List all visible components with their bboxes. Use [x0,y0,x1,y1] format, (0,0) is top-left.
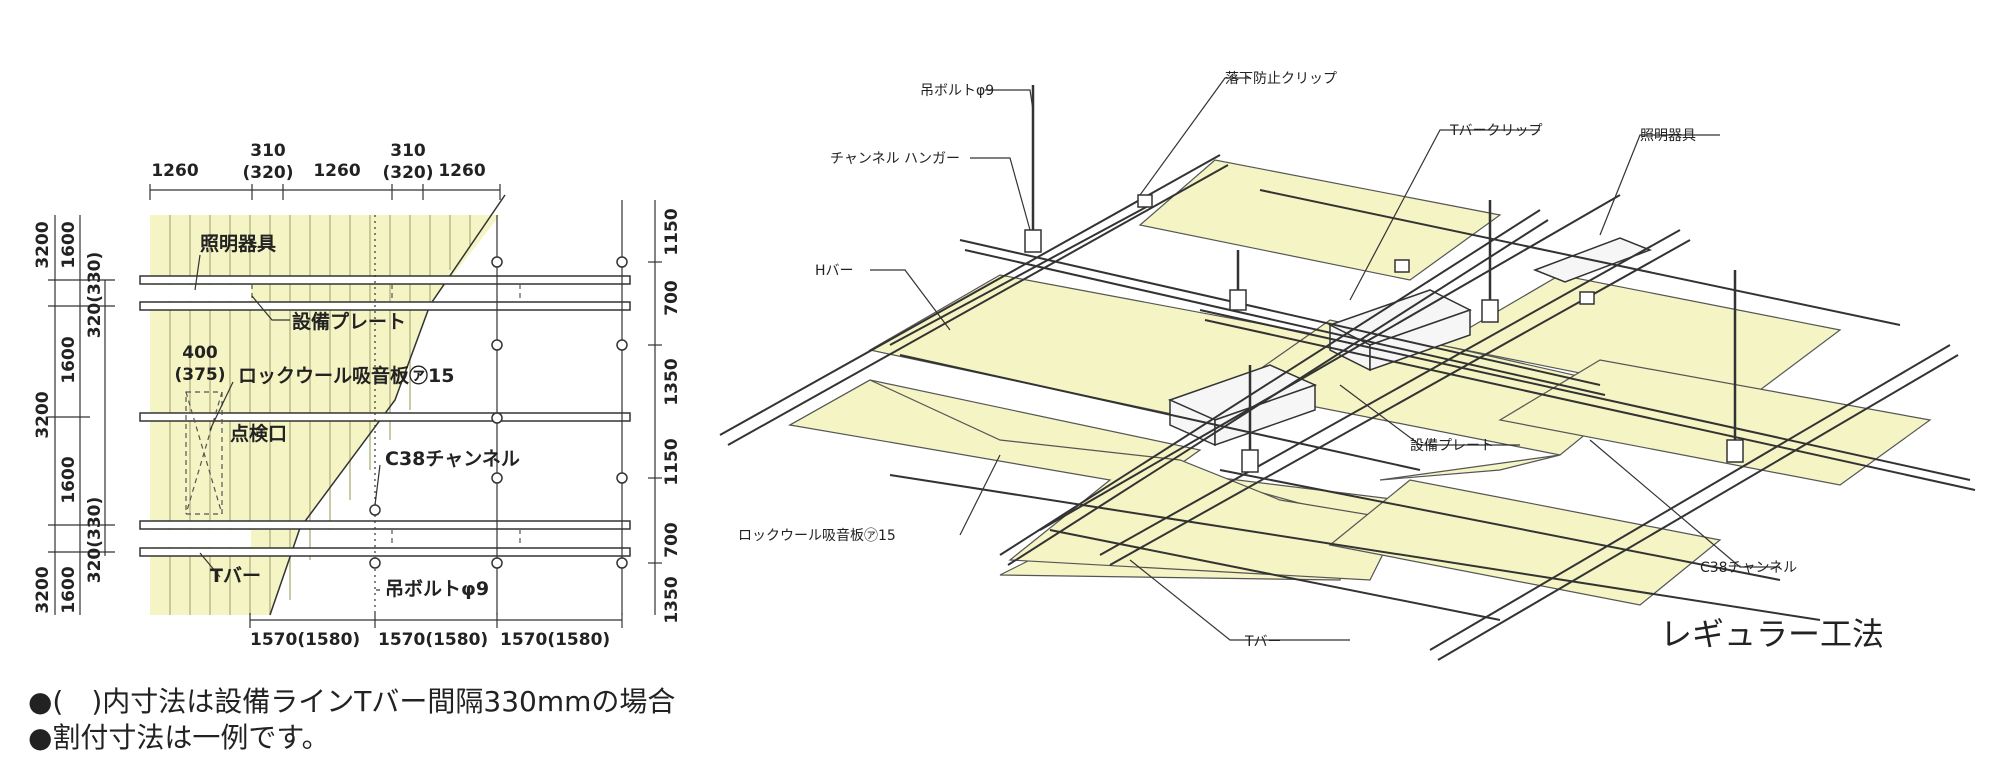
dim-top-1: 1260 [151,161,198,181]
iso-label-c38: C38チャンネル [1700,560,1797,576]
plan-label-lighting: 照明器具 [200,233,276,255]
iso-label-fall-clip: 落下防止クリップ [1225,71,1337,87]
dim-right-2: 700 [662,280,682,316]
dim-left-inner-3: 1600 [59,456,79,503]
dim-right-3: 1350 [662,358,682,405]
dim-left-inner-2: 1600 [59,336,79,383]
iso-label-lighting: 照明器具 [1640,128,1696,144]
dim-right-6: 1350 [662,576,682,623]
dim-left-inner-4: 1600 [59,566,79,613]
plan-leaders [194,254,381,591]
dim-left-inner-1: 1600 [59,221,79,268]
plan-view: 1260 310 (320) 1260 310 (320) 1260 照明器具 … [33,141,682,650]
dim-top-5: 1260 [438,161,485,181]
iso-label-bolt: 吊ボルトφ9 [920,83,994,99]
plan-label-channel: C38チャンネル [385,448,520,470]
plan-top-dim-line [149,184,501,200]
iso-label-equipment-plate: 設備プレート [1410,438,1494,454]
plan-bottom-dim-line [249,613,623,628]
dim-top-2a: 310 [250,141,286,161]
plan-label-bolt: 吊ボルトφ9 [385,578,489,600]
dim-left-outer-2: 3200 [33,391,53,438]
note-2: ●割付寸法は一例です。 [28,721,330,754]
plan-bolt-points [369,256,628,569]
iso-label-rockwool: ロックウール吸音板㋐15 [738,527,896,544]
iso-label-hbar: Hバー [815,263,854,279]
plan-label-equipment-plate: 設備プレート [292,310,406,333]
dim-top-4a: 310 [390,141,426,161]
dim-right-5: 700 [662,522,682,558]
iso-label-channel-hanger: チャンネル ハンガー [830,151,960,167]
plan-tbars [139,275,631,557]
dim-bottom-2: 1570(1580) [378,630,488,650]
dim-top-3: 1260 [313,161,360,181]
dim-right-4: 1150 [662,438,682,485]
dim-bottom-3: 1570(1580) [500,630,610,650]
plan-dim-400: 400 [182,343,218,363]
iso-hangers [1024,194,1744,473]
plan-label-tbar: Tバー [210,565,261,587]
iso-label-tbar: Tバー [1244,634,1282,650]
plan-dashed [251,284,521,548]
dim-left-outer-1: 3200 [33,221,53,268]
iso-boards [788,159,1932,606]
plan-dim-375: (375) [174,365,225,385]
iso-label-tbar-clip: Tバークリップ [1449,123,1543,139]
plan-cut-line [269,194,506,616]
iso-title: レギュラー工法 [1660,615,1884,653]
note-1: ●( )内寸法は設備ラインTバー間隔330mmの場合 [28,685,676,718]
dim-left-gap-2: 320(330) [85,497,105,584]
dim-right-1: 1150 [662,208,682,255]
dim-top-2b: (320) [242,163,293,183]
plan-label-inspection: 点検口 [230,422,287,445]
plan-right-dim-lines [648,200,662,615]
dim-bottom-1: 1570(1580) [250,630,360,650]
iso-view: 吊ボルトφ9 落下防止クリップ Tバークリップ 照明器具 チャンネル ハンガー … [719,71,1976,661]
iso-rails [719,154,1976,661]
plan-label-rockwool: ロックウール吸音板㋐15 [238,364,454,387]
inspection-hatch [185,391,223,515]
iso-leaders [870,77,1780,641]
plan-left-dim-lines [48,215,115,615]
dim-left-outer-3: 3200 [33,566,53,613]
dim-top-4b: (320) [382,163,433,183]
dim-left-gap-1: 320(330) [85,252,105,339]
